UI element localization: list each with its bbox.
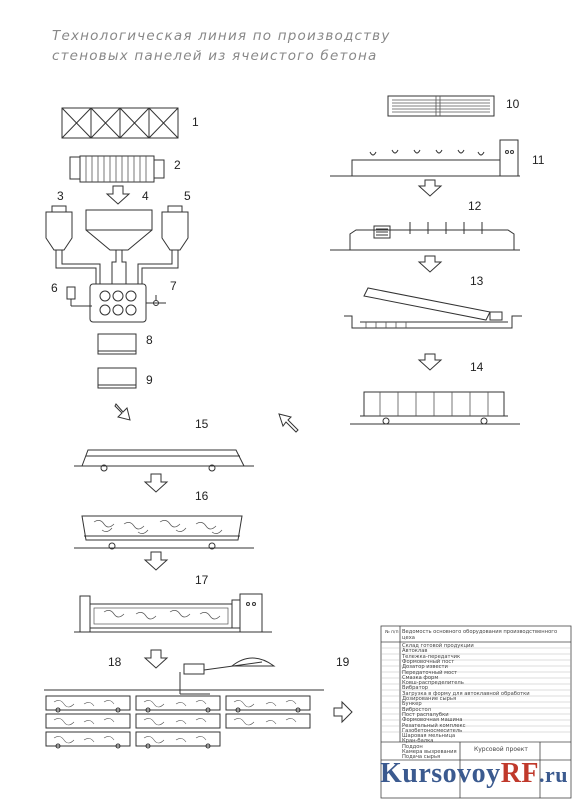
arrow-down-3 [417,255,443,273]
callout-number-15: 15 [195,417,209,431]
feed-pipes [55,250,179,284]
arrow-diagonal-right [278,413,299,433]
legend-row: Кран-балка [402,738,434,745]
callout-number-17: 17 [195,573,209,587]
item-16-pouring-cart [74,515,254,550]
callout-number-5: 5 [184,189,191,203]
arrow-down-4 [417,353,443,371]
legend-row: Передаточный мост [402,669,458,676]
callout-number-1: 1 [192,115,199,129]
item-9-mold [97,367,137,389]
legend-row: Дозатор извести [402,664,448,671]
legend-row: Газобетоносмеситель [402,727,463,734]
arrow-right-out [333,700,353,724]
legend-row: Формовочная машина [402,717,463,724]
legend-header-num: № п/п [385,630,399,635]
item-13-tilting-table [344,287,522,329]
legend-row: Ковш-распределитель [402,680,464,687]
callout-number-2: 2 [174,158,181,172]
legend-row: Камера вызревания [402,749,457,755]
legend-row: Смазка форм [402,674,439,681]
item-17-cutting-complex [74,593,272,633]
item-8-mold [97,333,137,355]
item-1-storage-bin [61,107,179,139]
legend-row: Дозирование сырья [402,696,457,702]
legend-table-frame [380,625,572,799]
item-19-storage-stacks [44,689,324,749]
callout-number-11: 11 [532,153,545,167]
item-15-conveyor [74,449,254,472]
item-14-autoclave-cart [350,391,520,425]
callout-number-16: 16 [195,489,209,503]
project-caption: Курсовой проект [474,746,528,753]
title-line-2: стеновых панелей из ячеистого бетона [52,48,378,64]
legend-row: Загрузка в форму для автоклавной обработ… [402,690,530,697]
item-4-hopper [85,209,153,251]
legend-header: Ведомость основного оборудования произво… [402,629,558,641]
watermark-part-1: Kursovoy [380,758,501,789]
callout-number-9: 9 [146,373,153,387]
callout-number-8: 8 [146,333,153,347]
watermark-part-2: RF [500,758,540,789]
arrow-down-6 [143,551,169,571]
legend-row: Бункер [402,701,422,708]
callout-number-10: 10 [506,97,520,111]
item-2-ball-mill [69,155,165,183]
gas-concrete-mixer [89,283,147,323]
legend-row-lines [381,647,571,733]
legend-row: Вибростол [402,706,431,713]
item-10-stacked-panels [387,95,495,117]
legend-row: Вибратор [402,685,429,692]
arrow-down-7 [143,649,169,669]
arrow-diagonal-left [114,403,131,421]
callout-number-13: 13 [470,274,484,288]
item-6-water-dispenser [66,286,92,307]
watermark[interactable]: KursovoyRF.ru [380,758,568,790]
arrow-down-2 [417,179,443,197]
legend-row: Тележка-передатчик [402,653,461,660]
callout-number-3: 3 [57,189,64,203]
callout-number-18: 18 [108,655,122,669]
arrow-down-5 [143,473,169,493]
legend-row: Резательный комплекс [402,722,466,729]
callout-number-7: 7 [170,279,177,293]
legend-row: Поддон [402,743,423,750]
legend-row: Пост распалубки [402,711,449,718]
legend-row: Шаровая мельница [402,733,456,740]
item-5-silo [161,205,189,251]
legend-row: Формовочный пост [402,658,455,665]
legend-row: Подача сырья [402,754,441,761]
legend-row: Автоклав [402,648,428,655]
title-line-1: Технологическая линия по производству [52,28,391,44]
item-12-vibrating-table [330,222,520,251]
item-18-crane [179,657,276,695]
callout-number-6: 6 [51,281,58,295]
callout-number-4: 4 [142,189,149,203]
callout-number-14: 14 [470,360,484,374]
item-7-valve [146,295,166,306]
item-11-forming-post [330,139,520,177]
legend-row: Склад готовой продукции [402,643,474,649]
callout-number-19: 19 [336,655,350,669]
watermark-part-3: .ru [539,762,569,787]
callout-number-12: 12 [468,199,482,213]
arrow-down-1 [105,185,131,205]
item-3-silo [45,205,73,251]
